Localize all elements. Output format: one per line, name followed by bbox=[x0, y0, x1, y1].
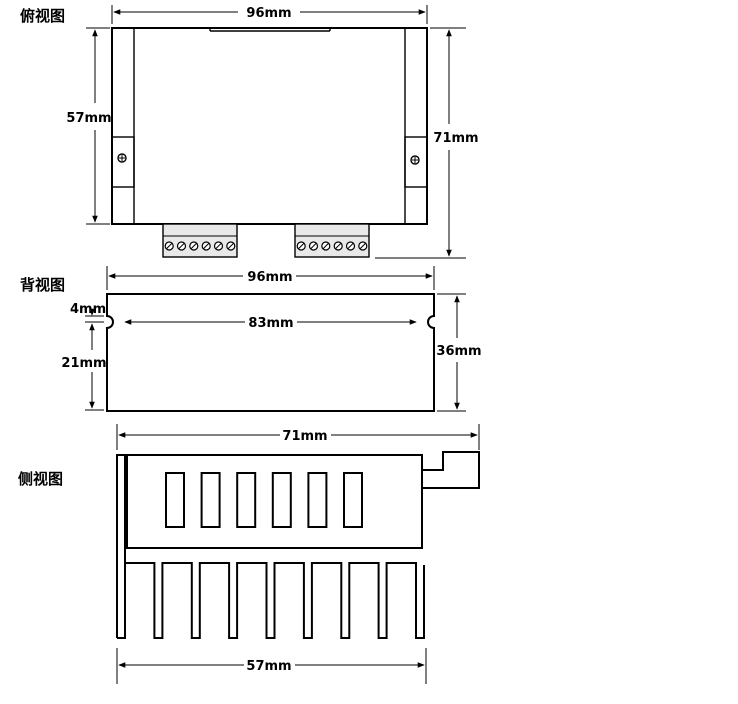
terminal-screw-slot bbox=[166, 243, 173, 249]
side-window bbox=[307, 472, 328, 528]
terminal-screw-slot bbox=[298, 243, 305, 249]
top-left-screw-icon bbox=[117, 153, 127, 163]
terminal-screw-slot bbox=[335, 243, 342, 249]
back-width-label: 96mm bbox=[247, 270, 292, 285]
side-view-title: 侧视图 bbox=[18, 470, 63, 488]
terminal-block-left bbox=[162, 223, 238, 258]
terminal-screw-slot bbox=[178, 243, 185, 249]
top-right-screw-icon bbox=[410, 155, 420, 165]
back-4mm-label: 4mm bbox=[70, 302, 106, 317]
back-body-outline bbox=[106, 293, 435, 412]
top-view-title: 俯视图 bbox=[20, 7, 65, 25]
terminal-screw-slot bbox=[310, 243, 317, 249]
top-right-mount-tab bbox=[404, 136, 428, 188]
side-housing-outline bbox=[126, 454, 423, 549]
back-36-label: 36mm bbox=[436, 344, 481, 359]
back-view: 背视图 96mm 83mm 4mm 21mm 36mm bbox=[20, 266, 482, 412]
terminal-screw-slot bbox=[359, 243, 366, 249]
side-view: 侧视图 71mm 57mm bbox=[18, 424, 480, 684]
side-windows bbox=[165, 472, 363, 528]
top-71-label: 71mm bbox=[433, 131, 478, 146]
terminal-screw-slot bbox=[227, 243, 234, 249]
side-window bbox=[343, 472, 363, 528]
side-window bbox=[200, 472, 221, 528]
terminal-screw-slot bbox=[190, 243, 197, 249]
top-left-rail bbox=[111, 27, 135, 225]
top-right-rail bbox=[404, 27, 428, 225]
top-left-mount-tab bbox=[111, 136, 135, 188]
terminal-block-right bbox=[294, 223, 370, 258]
terminal-screw-slot bbox=[322, 243, 329, 249]
side-bracket bbox=[422, 451, 480, 489]
back-83-label: 83mm bbox=[248, 316, 293, 331]
top-body-outline bbox=[111, 27, 428, 225]
heat-sink-outline bbox=[116, 454, 425, 639]
top-57-label: 57mm bbox=[66, 111, 111, 126]
side-window bbox=[236, 472, 257, 528]
side-window bbox=[271, 472, 292, 528]
top-width-label: 96mm bbox=[246, 6, 291, 21]
top-view: 俯视图 96mm 57mm 71mm bbox=[20, 5, 479, 259]
back-21-label: 21mm bbox=[61, 356, 106, 371]
terminal-screw-slot bbox=[215, 243, 222, 249]
side-71-label: 71mm bbox=[282, 429, 327, 444]
terminal-screw-slot bbox=[203, 243, 210, 249]
terminal-screw-slot bbox=[347, 243, 354, 249]
side-window bbox=[165, 472, 185, 528]
side-57-label: 57mm bbox=[246, 659, 291, 674]
back-view-title: 背视图 bbox=[20, 276, 65, 294]
